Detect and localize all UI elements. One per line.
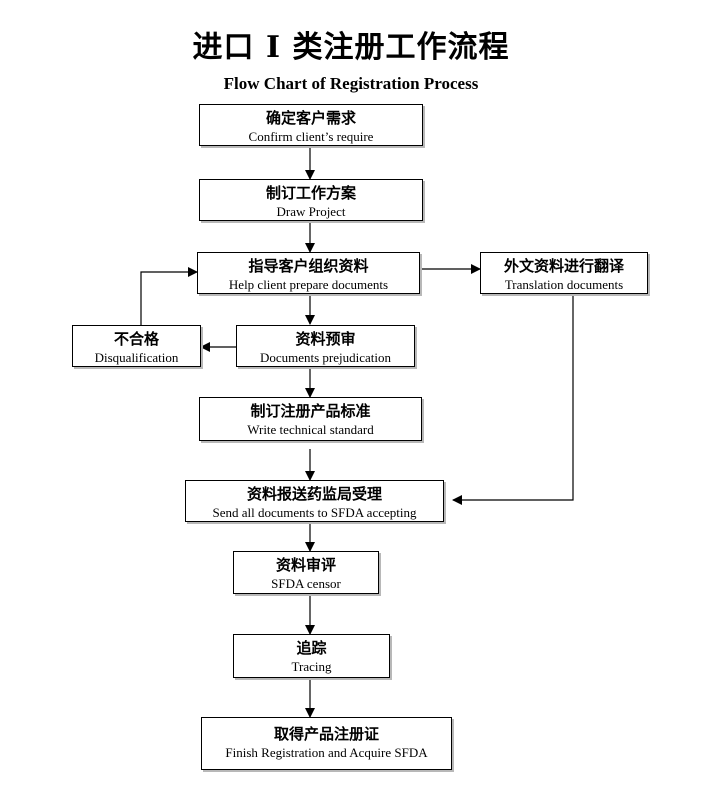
step-label-en: Draw Project	[276, 204, 346, 219]
step-label-en: Finish Registration and Acquire SFDA	[225, 745, 428, 760]
step-translation-documents: 外文资料进行翻译 Translation documents	[480, 252, 648, 294]
step-label-zh: 追踪	[296, 639, 327, 657]
step-label-zh: 资料审评	[275, 556, 336, 574]
step-label-zh: 制订工作方案	[265, 184, 356, 202]
step-help-prepare-documents: 指导客户组织资料 Help client prepare documents	[197, 252, 420, 294]
step-sfda-censor: 资料审评 SFDA censor	[233, 551, 379, 594]
step-disqualification: 不合格 Disqualification	[72, 325, 201, 367]
step-label-en: Documents prejudication	[259, 350, 392, 365]
step-label-en: Write technical standard	[247, 422, 374, 437]
arrow-disqual-to-help	[140, 267, 198, 325]
step-label-zh: 资料预审	[295, 330, 356, 348]
step-label-en: Disqualification	[94, 350, 179, 365]
step-label-en: Translation documents	[504, 277, 624, 292]
step-label-en: Send all documents to SFDA accepting	[212, 505, 417, 520]
step-label-zh: 取得产品注册证	[273, 725, 379, 743]
step-label-zh: 指导客户组织资料	[248, 257, 369, 275]
step-label-en: Tracing	[291, 659, 332, 674]
step-write-technical-standard: 制订注册产品标准 Write technical standard	[199, 397, 422, 441]
step-documents-prejudication: 资料预审 Documents prejudication	[236, 325, 415, 367]
step-label-zh: 制订注册产品标准	[250, 402, 371, 420]
page-title: 进口 I 类注册工作流程	[192, 30, 510, 65]
step-label-zh: 资料报送药监局受理	[246, 485, 382, 503]
step-label-zh: 不合格	[113, 330, 159, 348]
step-finish-registration: 取得产品注册证 Finish Registration and Acquire …	[201, 717, 452, 770]
step-label-en: Confirm client’s require	[248, 129, 374, 144]
step-tracing: 追踪 Tracing	[233, 634, 390, 678]
arrow-translation-to-send	[452, 294, 574, 505]
step-label-en: Help client prepare documents	[228, 277, 389, 292]
step-label-zh: 外文资料进行翻译	[503, 257, 624, 275]
page-subtitle: Flow Chart of Registration Process	[223, 74, 479, 93]
step-label-zh: 确定客户需求	[265, 109, 356, 127]
step-draw-project: 制订工作方案 Draw Project	[199, 179, 423, 221]
step-label-en: SFDA censor	[271, 576, 341, 591]
step-send-documents-sfda: 资料报送药监局受理 Send all documents to SFDA acc…	[185, 480, 444, 522]
step-confirm-requirement: 确定客户需求 Confirm client’s require	[199, 104, 423, 146]
